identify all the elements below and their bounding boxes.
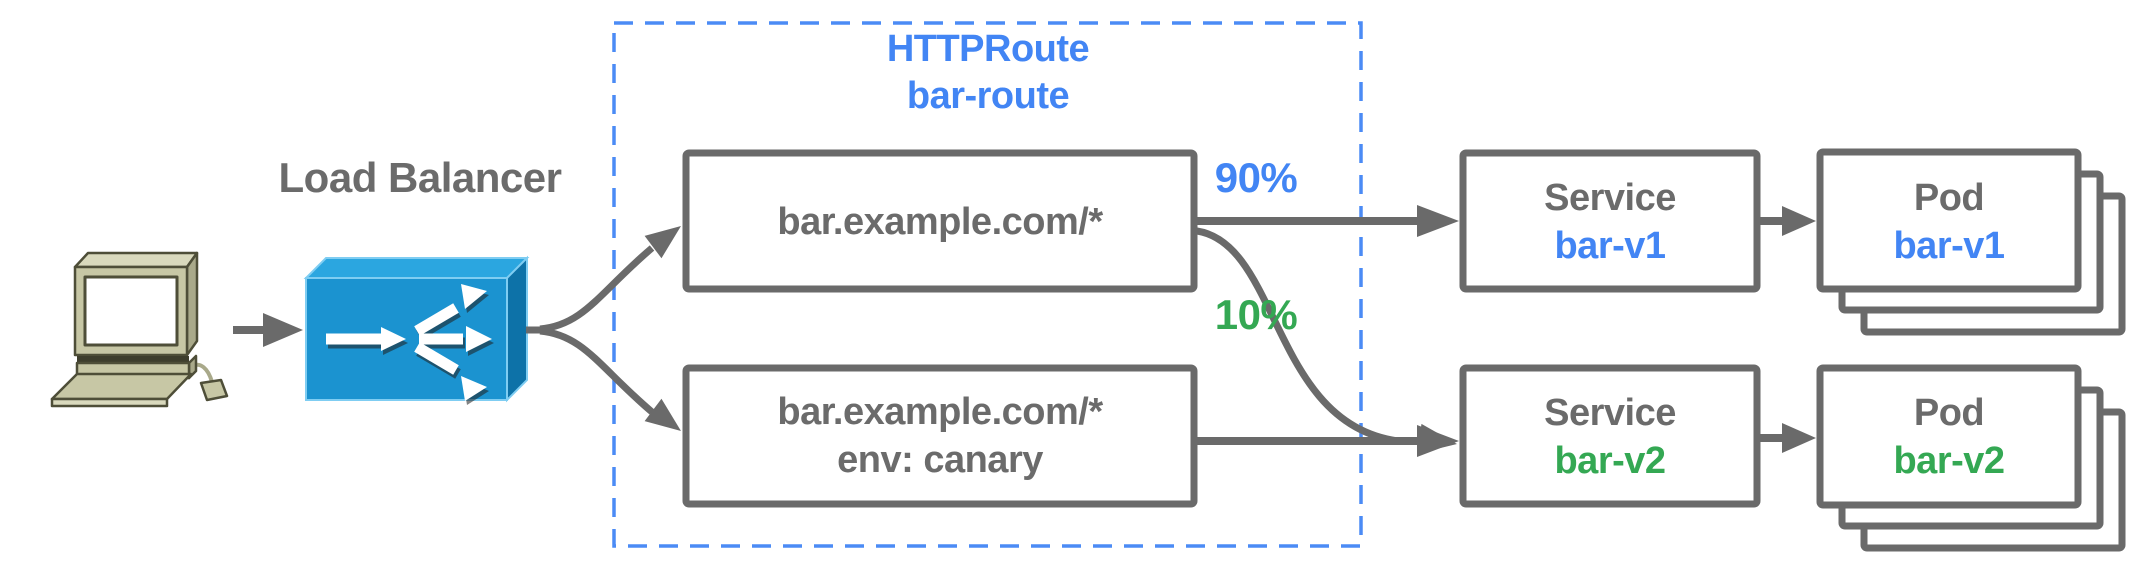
monitor-screen [83, 275, 179, 347]
lb-top-face [303, 257, 530, 279]
client-to-lb-arrow [233, 313, 303, 347]
pod-2-name-label: bar-v2 [1893, 440, 2005, 482]
httproute-name-label: bar-route [906, 75, 1070, 117]
weight-10-label: 10% [1214, 291, 1298, 338]
rule2-to-service2-arrow [1197, 425, 1459, 457]
service-bar-v1-box [1459, 149, 1761, 293]
service-bar-v2-box [1459, 364, 1761, 508]
httproute-kind-label: HTTPRoute [886, 28, 1090, 70]
pod-2-kind-label: Pod [1913, 392, 1985, 434]
load-balancer-icon [303, 255, 530, 405]
pod-1-kind-label: Pod [1913, 177, 1985, 219]
pod-bar-v1-box [1816, 148, 2082, 293]
route-rule-2-box [682, 364, 1198, 508]
service-1-name-label: bar-v1 [1554, 225, 1666, 267]
lb-side-face [506, 255, 528, 403]
service-2-name-label: bar-v2 [1554, 440, 1666, 482]
lb-fork-arrows [526, 226, 681, 431]
load-balancer-label: Load Balancer [278, 154, 562, 201]
service2-to-pod2-arrow [1760, 423, 1816, 453]
rule1-to-service2-curve [1196, 227, 1457, 454]
pod-bar-v1-stack [1816, 148, 2126, 336]
monitor-side-face [185, 251, 199, 357]
lb-fan-arrows [326, 284, 492, 401]
fork-upper-curve [539, 245, 655, 333]
fork-lower-curve [539, 327, 655, 415]
monitor-top-face [73, 251, 199, 269]
desktop-computer-icon [50, 251, 229, 408]
pod-bar-v2-stack [1816, 364, 2126, 552]
service1-to-pod1-arrow [1760, 206, 1816, 236]
weight-90-label: 90% [1214, 154, 1298, 201]
keyboard-front [50, 397, 169, 408]
service-1-kind-label: Service [1544, 177, 1676, 219]
route-rule-2-match-label: bar.example.com/* [777, 391, 1103, 433]
pod-1-name-label: bar-v1 [1893, 225, 2005, 267]
route-rule-2-header-label: env: canary [837, 439, 1043, 481]
rule1-to-service1-arrow [1197, 205, 1459, 237]
route-rule-1-box [682, 149, 1198, 293]
pod-bar-v2-box [1816, 364, 2082, 509]
mouse [199, 378, 229, 402]
route-rule-1-match-label: bar.example.com/* [777, 201, 1103, 243]
service-2-kind-label: Service [1544, 392, 1676, 434]
monitor-neck [77, 356, 189, 363]
keyboard-top [50, 372, 193, 401]
